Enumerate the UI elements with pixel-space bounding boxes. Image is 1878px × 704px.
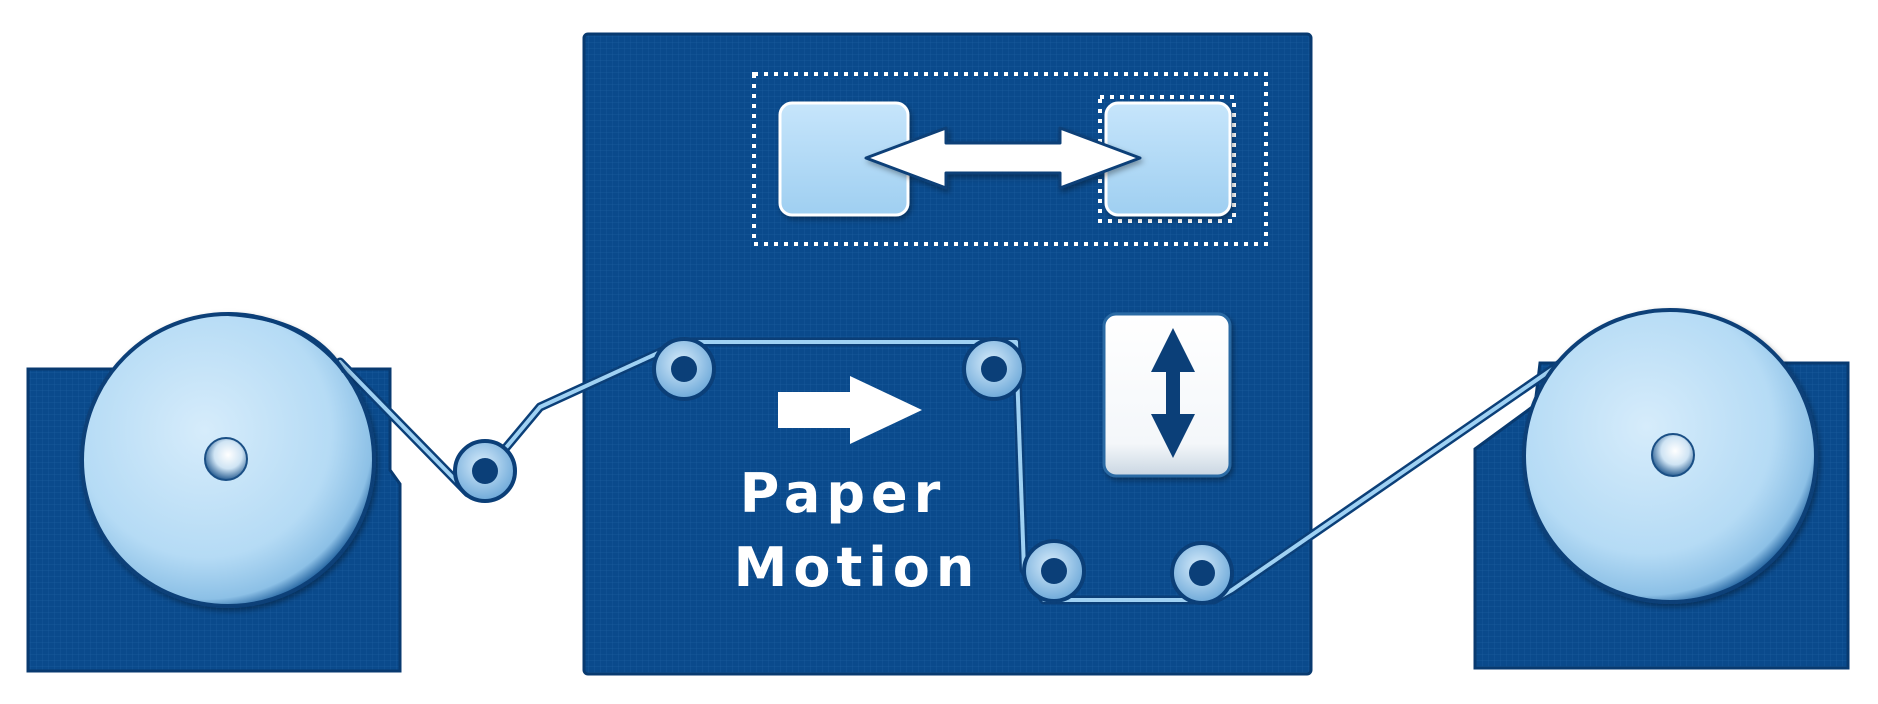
idler-roller-4	[1022, 539, 1086, 603]
idler-roller-5	[1170, 541, 1234, 605]
right-arrow-icon	[778, 376, 922, 444]
double-headed-vertical-arrow-icon	[1151, 328, 1195, 458]
paper-motion-label-line1: Paper	[740, 462, 946, 525]
left-roll-hub-icon	[204, 437, 248, 481]
right-roll-hub-icon	[1651, 433, 1695, 477]
idler-roller-2	[652, 337, 716, 401]
idler-roller-3	[962, 337, 1026, 401]
left-roll-tangent	[227, 312, 346, 374]
double-headed-horizontal-arrow-icon	[864, 126, 1142, 190]
idler-roller-1	[453, 439, 517, 503]
paper-motion-label-line2: Motion	[734, 536, 981, 599]
